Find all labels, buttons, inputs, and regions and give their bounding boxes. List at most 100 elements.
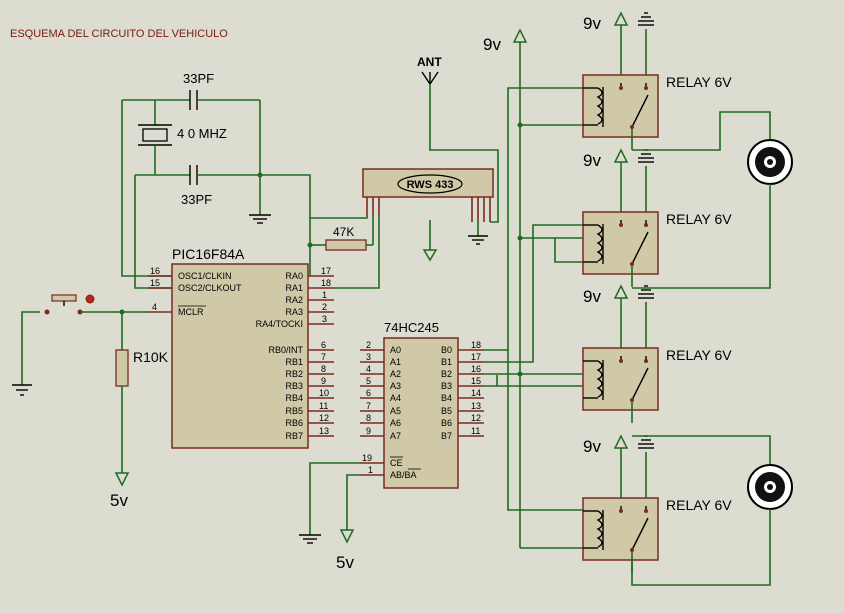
- pin-label: RA0: [285, 271, 303, 281]
- pin-label-osc2: OSC2/CLKOUT: [178, 283, 242, 293]
- pin-number: 17: [471, 352, 481, 362]
- antenna-label: ANT: [417, 55, 442, 69]
- pin-label: A7: [390, 431, 401, 441]
- pin-label: A6: [390, 418, 401, 428]
- pin-number: 13: [471, 401, 481, 411]
- pin-number: 9: [321, 376, 326, 386]
- pin-number: 1: [368, 465, 373, 475]
- pin-label: B2: [441, 369, 452, 379]
- pin-number: 16: [471, 364, 481, 374]
- motor-bottom: [631, 435, 793, 586]
- pin-label: RB7: [285, 431, 303, 441]
- pin-label: B3: [441, 381, 452, 391]
- pin-label: A1: [390, 357, 401, 367]
- pin-number: 9: [366, 426, 371, 436]
- pin-label: B0: [441, 345, 452, 355]
- mcu-rb-pins: 6 7 8 9 10 11 12 13 RB0/INT RB1 RB2 RB3 …: [268, 340, 334, 441]
- pin-label: B7: [441, 431, 452, 441]
- pin-number: 18: [471, 340, 481, 350]
- mcu-ra-pins: 17 18 1 2 3 RA0 RA1 RA2 RA3 RA4/TOCKI: [256, 266, 334, 329]
- pin-number: 4: [366, 364, 371, 374]
- motor-top: [632, 111, 793, 289]
- pin-label: B1: [441, 357, 452, 367]
- relay-label: RELAY 6V: [666, 347, 732, 363]
- pin-label: RA3: [285, 307, 303, 317]
- pin-number: 5: [366, 376, 371, 386]
- pin-number: 12: [319, 413, 329, 423]
- pin-label: RB1: [285, 357, 303, 367]
- pin-number: 6: [366, 388, 371, 398]
- pin-label: RA4/TOCKI: [256, 319, 303, 329]
- pin-number: 10: [319, 388, 329, 398]
- mcu-name: PIC16F84A: [172, 246, 245, 262]
- relay-label: RELAY 6V: [666, 74, 732, 90]
- relay-label: RELAY 6V: [666, 211, 732, 227]
- pin-number: 7: [366, 401, 371, 411]
- cap-bottom-label: 33PF: [181, 192, 212, 207]
- pin-number: 7: [321, 352, 326, 362]
- supply-5v-label-2: 5v: [336, 553, 354, 572]
- pin-label: B5: [441, 406, 452, 416]
- pin-number: 1: [322, 290, 327, 300]
- cap-top-label: 33PF: [183, 71, 214, 86]
- pin-label: RB5: [285, 406, 303, 416]
- pin-label: B6: [441, 418, 452, 428]
- pin-number: 15: [471, 376, 481, 386]
- pin-label: A2: [390, 369, 401, 379]
- pin-label-ce: CE: [390, 458, 403, 468]
- reset-button: [51, 294, 77, 302]
- pin-label: RB4: [285, 393, 303, 403]
- 74hc245-chip: 74HC245 2 3 4 5 6 7 8 9 A0 A1 A2 A3 A4 A…: [299, 320, 484, 572]
- pin-number: 11: [319, 401, 328, 411]
- resistor-47k: [325, 239, 367, 251]
- pin-number: 8: [366, 413, 371, 423]
- relay-supply-label: 9v: [583, 287, 601, 306]
- pin-label: A5: [390, 406, 401, 416]
- pin-label-osc1: OSC1/CLKIN: [178, 271, 232, 281]
- relay-supply-label: 9v: [583, 151, 601, 170]
- relay-driver-wiring: 9v: [483, 28, 583, 549]
- relay-supply-label: 9v: [583, 437, 601, 456]
- relay-supply-label: 9v: [583, 14, 601, 33]
- pin-label: A4: [390, 393, 401, 403]
- pin-number: 17: [321, 266, 331, 276]
- pin-label: RA1: [285, 283, 303, 293]
- pin-number: 2: [322, 302, 327, 312]
- pin-number: 12: [471, 413, 481, 423]
- pin-label-abba: AB/BA: [390, 470, 417, 480]
- pin-number: 18: [321, 278, 331, 288]
- schematic-title: ESQUEMA DEL CIRCUITO DEL VEHICULO: [10, 28, 228, 40]
- pin-number: 8: [321, 364, 326, 374]
- pin-number: 19: [362, 453, 372, 463]
- rws433-module: RWS 433 ANT 47K: [260, 55, 499, 289]
- crystal: [142, 128, 168, 142]
- pin-label: RA2: [285, 295, 303, 305]
- pin-number: 11: [471, 426, 480, 436]
- pin-label: RB2: [285, 369, 303, 379]
- pin-number: 4: [152, 302, 157, 312]
- pin-label: A3: [390, 381, 401, 391]
- buffer-name: 74HC245: [384, 320, 439, 335]
- pin-label: B4: [441, 393, 452, 403]
- pin-number: 14: [471, 388, 481, 398]
- pin-label: RB6: [285, 418, 303, 428]
- reset-section: R10K 5v: [12, 294, 169, 510]
- supply-5v-label: 5v: [110, 491, 128, 510]
- relay-label: RELAY 6V: [666, 497, 732, 513]
- pic16f84a-chip: PIC16F84A 1 6 15 4 OSC1/CLKIN OSC2/CLKOUT…: [148, 246, 334, 449]
- crystal-section: 33PF 33PF 4 0 MHZ: [121, 71, 271, 289]
- pin-number: 15: [150, 278, 160, 288]
- resistor-r10k-label: R10K: [133, 349, 169, 365]
- crystal-label: 4 0 MHZ: [177, 126, 227, 141]
- rws-label: RWS 433: [407, 179, 454, 191]
- pin-label-mclr: MCLR: [178, 307, 204, 317]
- pin-label: A0: [390, 345, 401, 355]
- resistor-r10k: [115, 349, 129, 387]
- pin-label: RB3: [285, 381, 303, 391]
- pin-number: 3: [322, 314, 327, 324]
- pin-number: 6: [321, 340, 326, 350]
